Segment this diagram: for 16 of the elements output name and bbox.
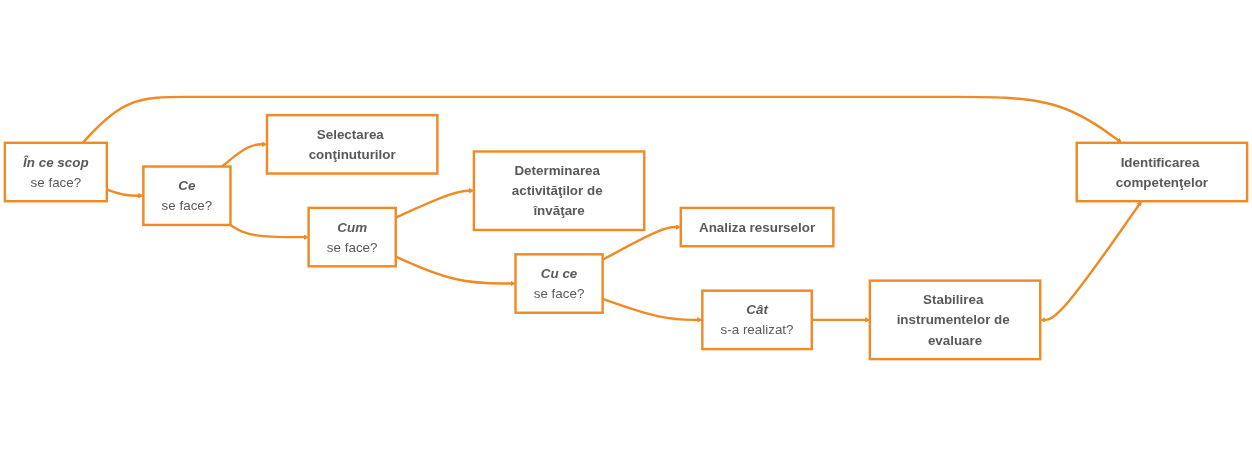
arrow — [602, 224, 681, 261]
node-box: Identificarea competenţelor — [1075, 141, 1249, 203]
node-box: Cât s-a realizat? — [701, 289, 813, 351]
node-box: Determinarea activităţilor de învăţare — [472, 150, 646, 232]
node-box: Cum se face? — [307, 206, 397, 268]
node-box: Stabilirea instrumentelor de evaluare — [868, 279, 1042, 361]
arrow — [1040, 201, 1142, 323]
arrow — [229, 223, 309, 240]
arrow — [106, 188, 144, 199]
node-box: Selectarea conţinuturilor — [265, 113, 439, 175]
node-box: În ce scop se face? — [3, 141, 109, 203]
node-box: Analiza resurselor — [679, 206, 835, 248]
node-box: Cu ce se face? — [514, 253, 604, 314]
arrow — [602, 297, 703, 323]
arrow — [395, 255, 516, 287]
node-box: Ce se face? — [142, 165, 232, 227]
